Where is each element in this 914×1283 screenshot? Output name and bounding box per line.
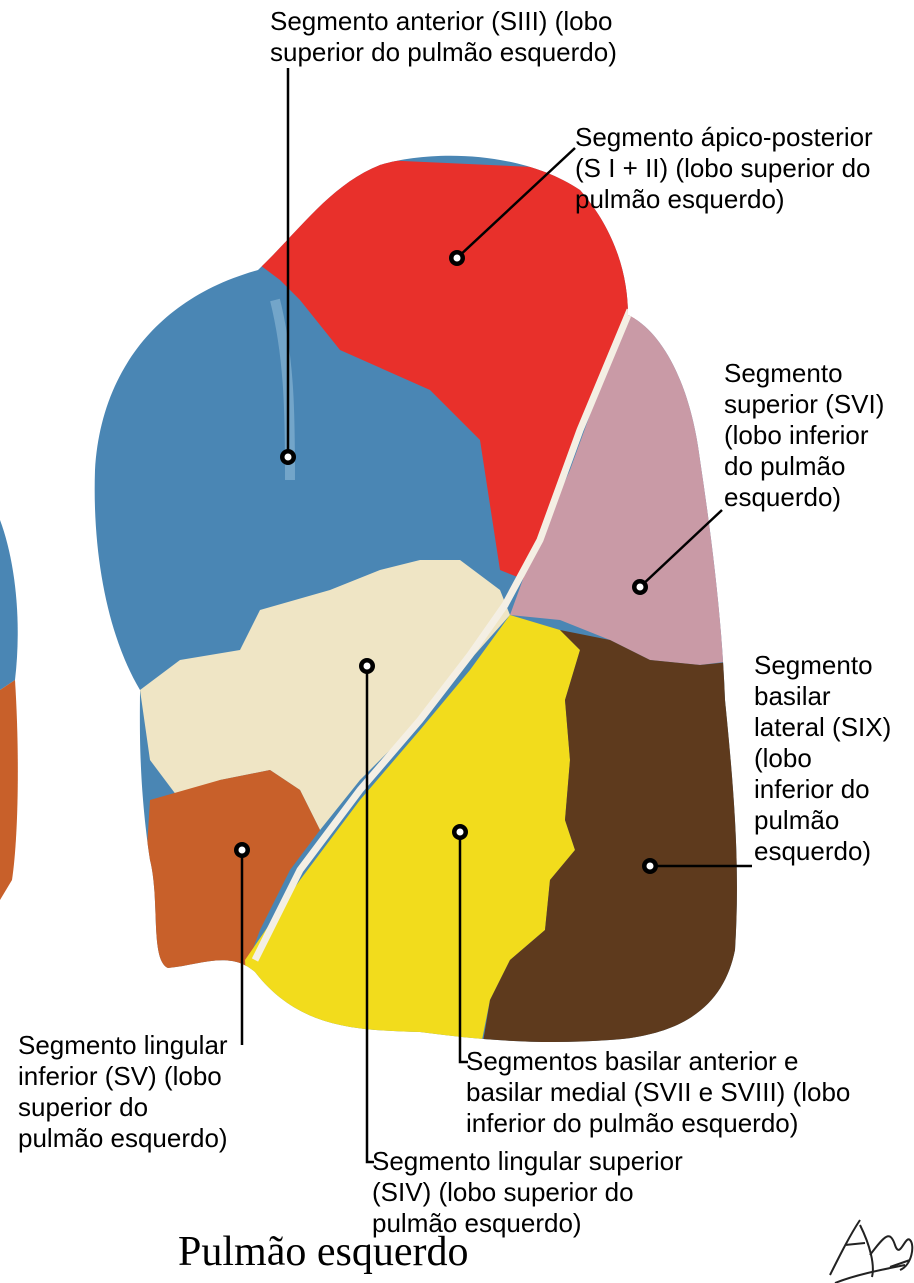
marker-dot-lingular-inferior <box>234 842 250 858</box>
right-lung-edge <box>0 520 18 690</box>
label-apical-posterior: Segmento ápico-posterior (S I + II) (lob… <box>575 122 873 215</box>
marker-dot-apical-posterior <box>449 250 465 266</box>
label-lingular-inferior: Segmento lingular inferior (SV) (lobo su… <box>18 1030 228 1154</box>
label-anterior: Segmento anterior (SIII) (lobo superior … <box>270 6 617 68</box>
marker-dot-lingular-superior <box>359 658 375 674</box>
diagram-caption: Pulmão esquerdo <box>178 1228 468 1276</box>
artist-signature <box>830 1220 912 1283</box>
label-lingular-superior: Segmento lingular superior (SIV) (lobo s… <box>372 1146 683 1239</box>
label-superior: Segmento superior (SVI) (lobo inferior d… <box>724 358 884 513</box>
label-basal-lateral: Segmento basilar lateral (SIX) (lobo inf… <box>754 650 891 867</box>
right-lung-edge-lower <box>0 680 18 900</box>
marker-dot-basal-anterior <box>452 824 468 840</box>
marker-dot-anterior <box>280 449 296 465</box>
marker-dot-basal-lateral <box>642 858 658 874</box>
label-basal-anterior: Segmentos basilar anterior e basilar med… <box>466 1046 850 1139</box>
marker-dot-superior <box>632 579 648 595</box>
